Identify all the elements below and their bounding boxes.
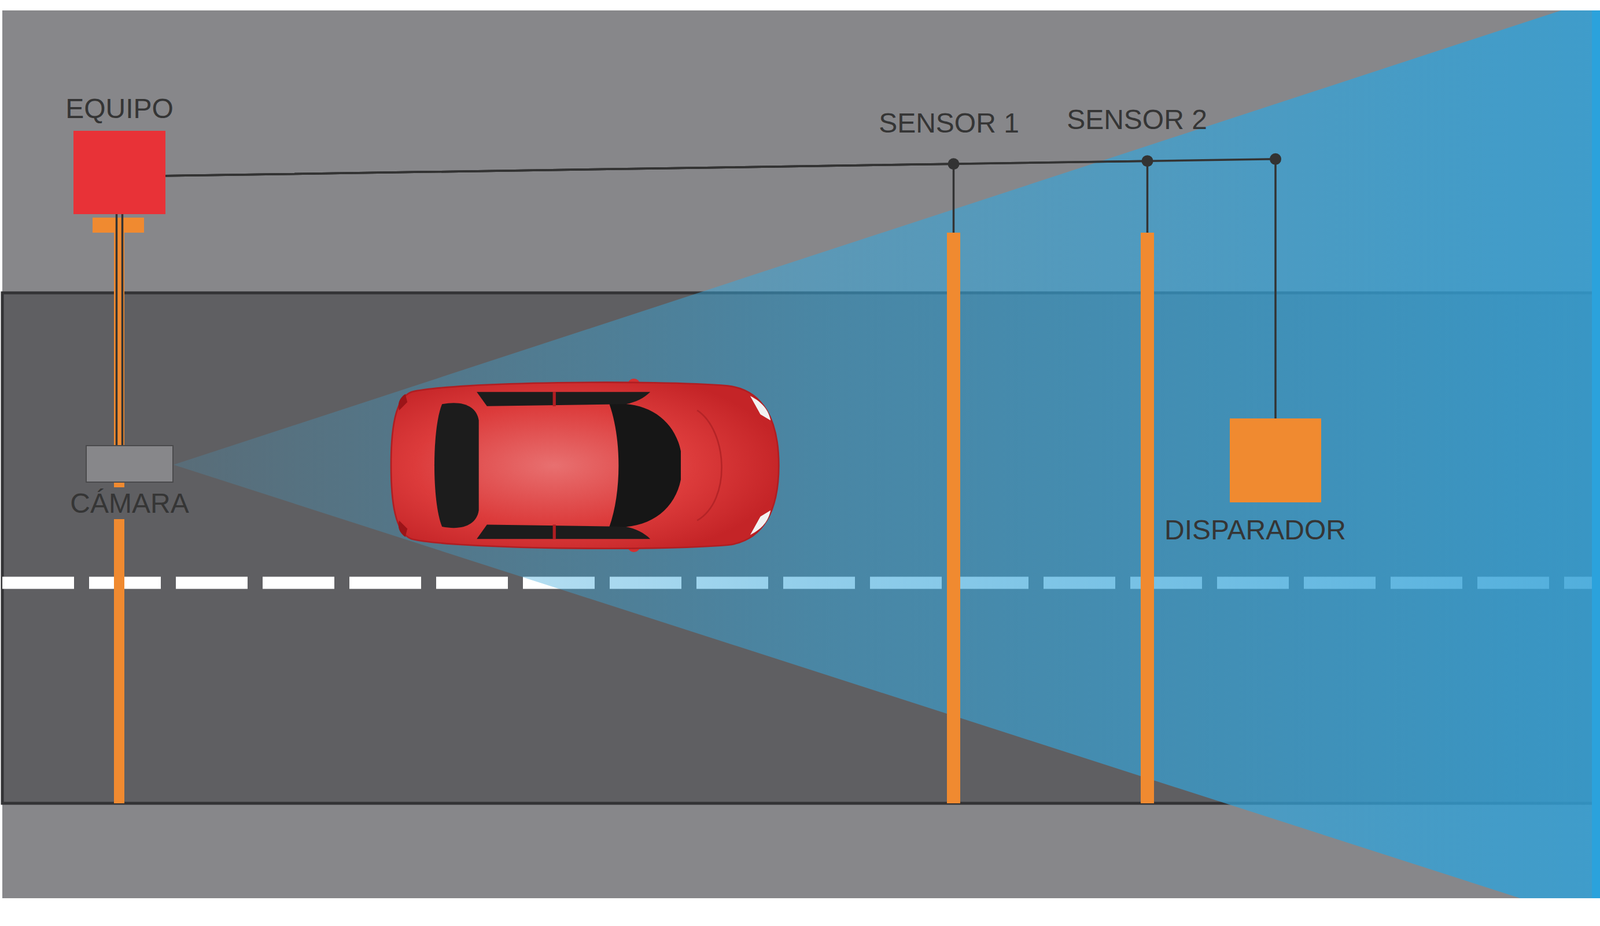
car-side-window — [476, 524, 651, 539]
car-body — [391, 382, 779, 549]
car-side-window — [476, 391, 651, 407]
equipo-box: EQUIPO — [73, 130, 166, 215]
junction-dot — [1269, 153, 1282, 165]
trigger-box: DISPARADOR — [1229, 418, 1322, 503]
signal-wire — [165, 159, 1276, 419]
car-windshield — [609, 403, 681, 527]
car-rear-window — [434, 402, 479, 528]
car-tail-light — [398, 520, 408, 537]
node-label: CÁMARA — [67, 487, 191, 519]
camera-field-of-view — [173, 10, 1600, 898]
node-label: SENSOR 2 — [1066, 103, 1208, 136]
car-tail-light — [398, 393, 408, 411]
node-label: SENSOR 1 — [878, 107, 1020, 139]
junction-dot — [1141, 155, 1154, 167]
wire-line — [121, 214, 124, 445]
car-headlight — [750, 395, 771, 420]
car-headlight — [750, 510, 771, 535]
node-label: DISPARADOR — [1164, 513, 1347, 546]
field-edge — [1591, 10, 1600, 898]
signal-wire — [116, 214, 123, 445]
sensor-bar: SENSOR 1 — [946, 232, 961, 803]
wire-dots — [113, 153, 1282, 467]
ground — [2, 10, 1600, 898]
wire-line — [165, 159, 1276, 419]
car — [391, 378, 779, 552]
junction-dot — [948, 157, 960, 170]
camera-box: CÁMARA — [85, 444, 174, 483]
car-hood-line — [697, 410, 722, 521]
wire-line — [165, 160, 1148, 233]
car-pillar — [553, 524, 556, 539]
sensor-bar: SENSOR 2 — [1140, 232, 1155, 803]
wire-line — [115, 214, 119, 445]
signal-wire — [165, 160, 1148, 233]
node-label: EQUIPO — [65, 92, 174, 125]
car-pillar — [553, 391, 556, 407]
